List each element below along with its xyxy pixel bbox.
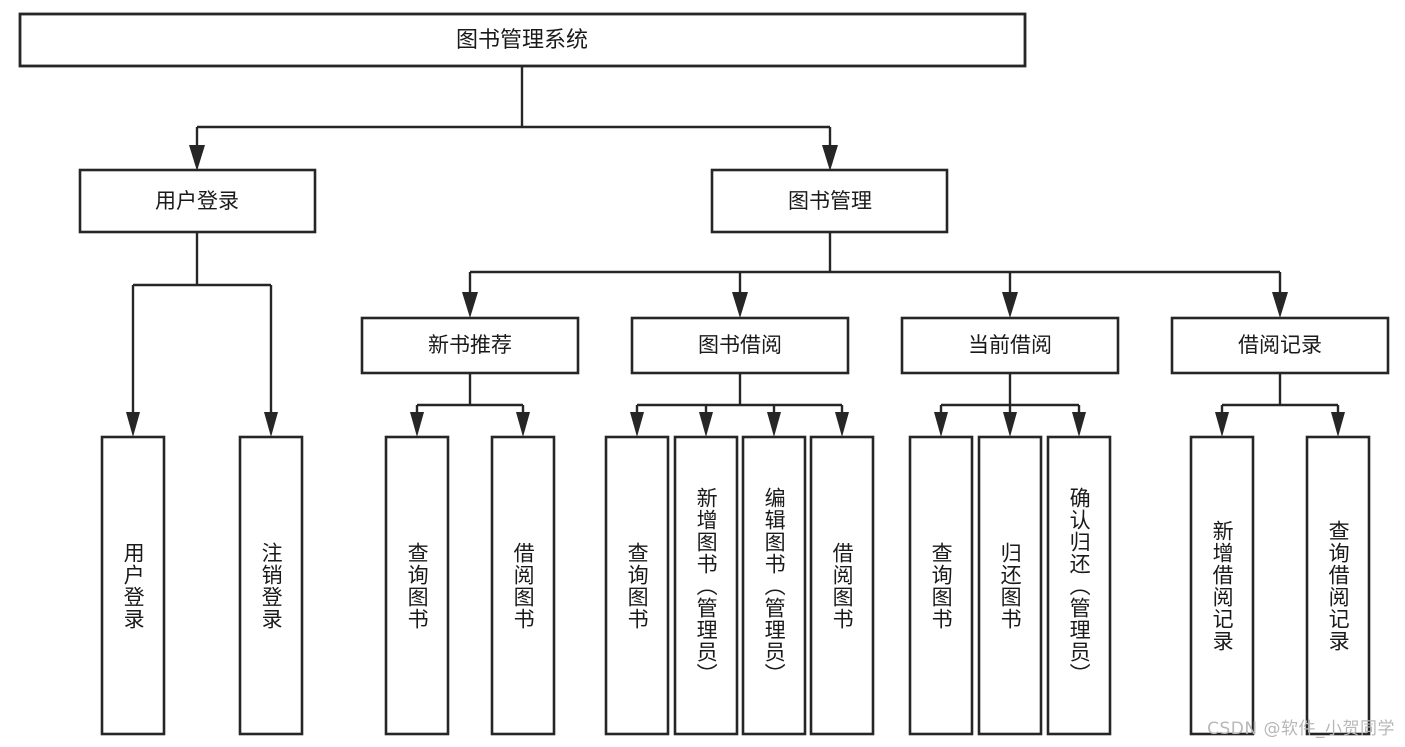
connector-group-book-borrow [630,373,849,437]
leaf-box-user-login-2[interactable] [238,435,304,736]
leaf-group-current-borrow [908,435,1112,736]
node-borrow-record-label: 借阅记录 [1238,333,1322,357]
node-book-management-box [710,168,949,234]
connector-group-user-login [126,232,278,437]
node-borrow-record-box [1170,316,1390,375]
node-user-login[interactable]: 用户登录 [78,168,317,234]
arrow-leaf-r2 [1331,412,1345,437]
arrow-leaf-b1 [630,412,644,437]
leaf-group-user-login [100,435,304,736]
arrow-leaf-u1 [126,412,140,437]
node-user-login-box [78,168,317,234]
arrow-leaf-n2 [516,412,530,437]
node-current-borrow[interactable]: 当前借阅 [900,316,1120,375]
arrow-leaf-u2 [264,412,278,437]
leaf-box-br-1[interactable] [1189,435,1255,736]
leaf-box-bb-3[interactable] [741,435,807,736]
leaf-box-bb-4[interactable] [809,435,875,736]
node-root[interactable]: 图书管理系统 [18,12,1027,68]
node-new-book-recommend-label: 新书推荐 [428,333,512,357]
node-book-management[interactable]: 图书管理 [710,168,949,234]
arrow-leaf-n1 [410,412,424,437]
arrow-book-mgmt [822,145,838,171]
node-user-login-label: 用户登录 [155,189,239,213]
node-new-book-recommend[interactable]: 新书推荐 [360,316,580,375]
arrow-leaf-r1 [1215,412,1229,437]
arrow-leaf-b2 [699,412,713,437]
leaf-box-user-login-1[interactable] [100,435,166,736]
arrow-leaf-b4 [835,412,849,437]
leaf-box-cb-1[interactable] [908,435,974,736]
arrow-new-book-recommend [462,292,478,318]
arrow-leaf-c1 [934,412,948,437]
arrow-borrow-record [1272,292,1288,318]
connector-group-current-borrow [934,373,1086,437]
node-root-label: 图书管理系统 [456,28,588,53]
node-borrow-record[interactable]: 借阅记录 [1170,316,1390,375]
leaf-box-bb-1[interactable] [604,435,670,736]
node-book-borrow-label: 图书借阅 [698,333,782,357]
node-book-management-label: 图书管理 [788,189,872,213]
leaf-box-nbr-1[interactable] [384,435,450,736]
leaf-group-borrow-record [1189,435,1371,736]
node-current-borrow-label: 当前借阅 [968,333,1052,357]
arrow-current-borrow [1002,292,1018,318]
arrow-leaf-b3 [767,412,781,437]
arrow-leaf-c3 [1072,412,1086,437]
leaf-box-cb-3[interactable] [1046,435,1112,736]
connector-group-root [189,66,838,171]
leaf-box-nbr-2[interactable] [490,435,556,736]
arrow-leaf-c2 [1003,412,1017,437]
arrow-book-borrow [732,292,748,318]
connector-group-borrow-record [1215,373,1345,437]
node-new-book-recommend-box [360,316,580,375]
leaf-box-cb-2[interactable] [977,435,1043,736]
leaf-group-book-borrow [604,435,875,736]
leaf-group-new-book-recommend [384,435,556,736]
connector-group-book-mgmt [462,232,1288,318]
watermark-text: CSDN @软件_小贺同学 [1207,719,1395,739]
node-book-borrow-box [630,316,850,375]
leaf-box-br-2[interactable] [1305,435,1371,736]
connector-group-new-book-recommend [410,373,530,437]
node-root-box [18,12,1027,68]
arrow-user-login [189,145,205,171]
node-book-borrow[interactable]: 图书借阅 [630,316,850,375]
leaf-box-bb-2[interactable] [673,435,739,736]
node-current-borrow-box [900,316,1120,375]
